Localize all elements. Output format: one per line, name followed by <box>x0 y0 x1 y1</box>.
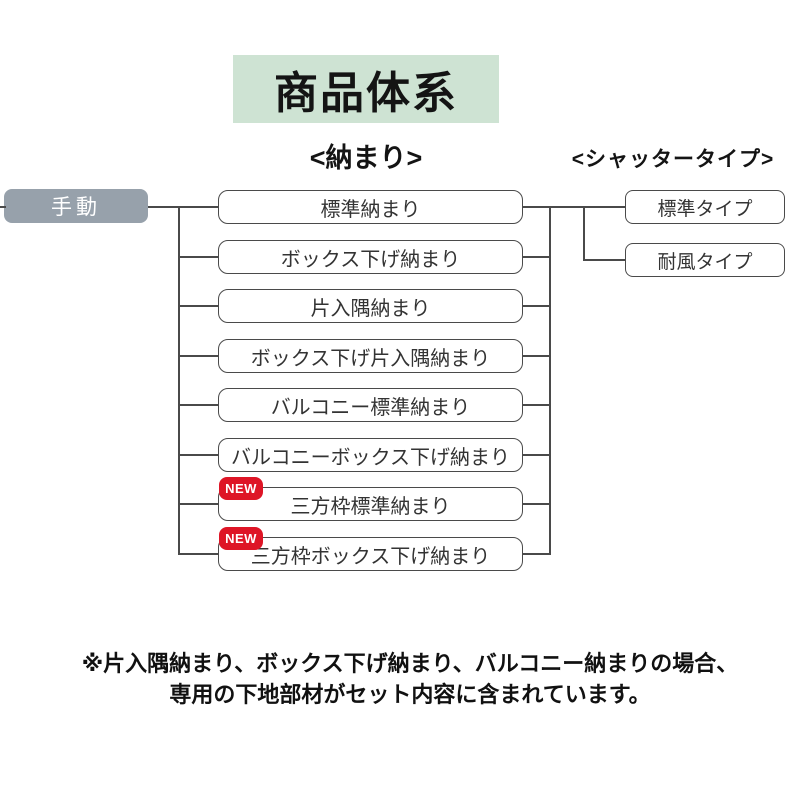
connector-trunk-left <box>178 206 180 555</box>
shutter-node-windresistant: 耐風タイプ <box>625 243 785 277</box>
noumari-node-5: バルコニー標準納まり <box>218 388 523 422</box>
connector-line <box>148 206 179 208</box>
connector-line <box>178 553 218 555</box>
noumari-node-8: 三方枠ボックス下げ納まり <box>218 537 523 571</box>
new-badge: NEW <box>219 477 263 500</box>
node-manual: 手動 <box>4 189 148 223</box>
connector-line <box>583 259 625 261</box>
noumari-node-7: 三方枠標準納まり <box>218 487 523 521</box>
shutter-node-standard: 標準タイプ <box>625 190 785 224</box>
page-title: 商品体系 <box>274 69 458 118</box>
connector-line <box>178 404 218 406</box>
footnote-line-2: 専用の下地部材がセット内容に含まれています。 <box>169 682 651 708</box>
connector-line <box>523 404 551 406</box>
connector-line <box>0 206 6 208</box>
connector-line <box>523 355 551 357</box>
connector-line <box>178 503 218 505</box>
heading-shutter-type: <シャッタータイプ> <box>571 148 775 171</box>
connector-trunk-right <box>549 206 551 555</box>
noumari-node-1: 標準納まり <box>218 190 523 224</box>
connector-line <box>549 206 625 208</box>
connector-line <box>523 454 551 456</box>
connector-line <box>178 355 218 357</box>
noumari-node-2: ボックス下げ納まり <box>218 240 523 274</box>
connector-branch <box>583 206 585 261</box>
connector-line <box>178 256 218 258</box>
footnote-line-1: ※片入隅納まり、ボックス下げ納まり、バルコニー納まりの場合、 <box>81 651 739 676</box>
new-badge: NEW <box>219 527 263 550</box>
connector-line <box>523 206 551 208</box>
noumari-node-3: 片入隅納まり <box>218 289 523 323</box>
connector-line <box>523 305 551 307</box>
heading-noumari: <納まり> <box>309 143 423 173</box>
title-banner: 商品体系 <box>233 55 499 123</box>
connector-line <box>178 454 218 456</box>
connector-line <box>178 305 218 307</box>
footnote: ※片入隅納まり、ボックス下げ納まり、バルコニー納まりの場合、 専用の下地部材がセ… <box>15 648 800 710</box>
connector-line <box>523 256 551 258</box>
connector-line <box>523 503 551 505</box>
noumari-node-6: バルコニーボックス下げ納まり <box>218 438 523 472</box>
noumari-node-4: ボックス下げ片入隅納まり <box>218 339 523 373</box>
connector-line <box>178 206 218 208</box>
connector-line <box>523 553 551 555</box>
